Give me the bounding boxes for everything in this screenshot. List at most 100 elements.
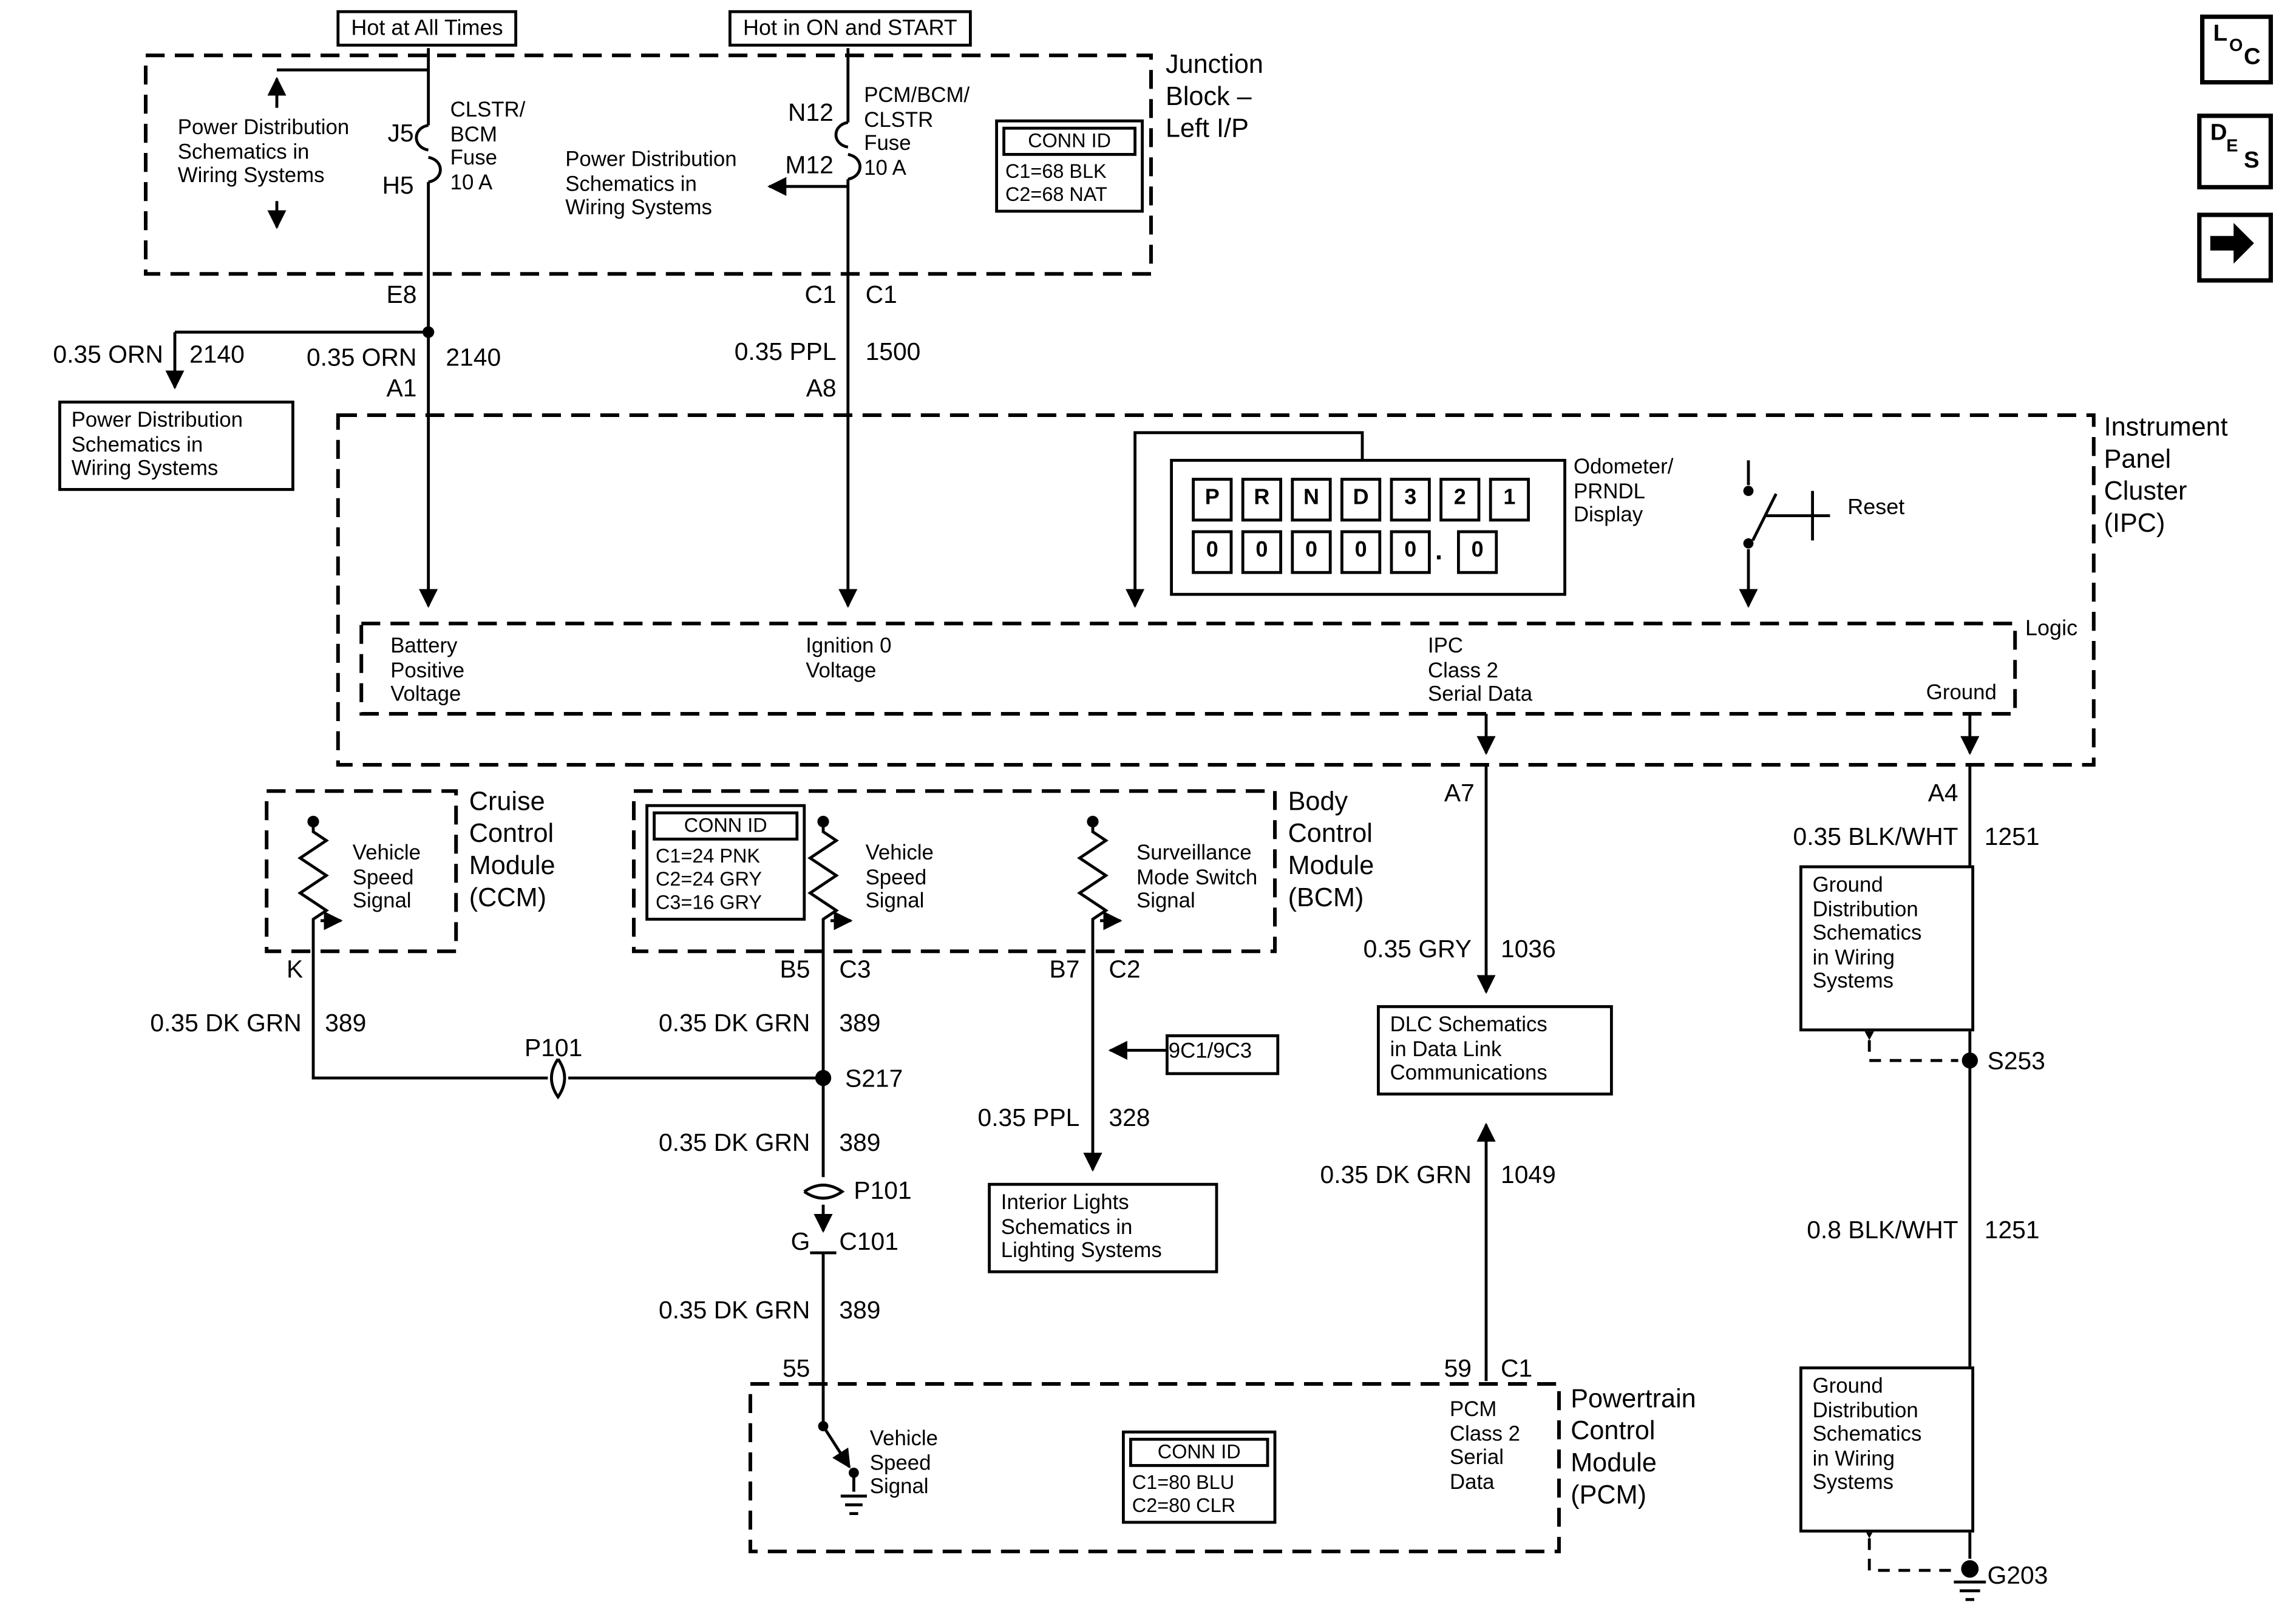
- pin-m12: M12: [785, 151, 834, 180]
- wire-ppl-1500-circuit: 1500: [865, 337, 921, 366]
- loc-icon: L O C: [2200, 15, 2274, 85]
- conn-id-row: C3=16 GRY: [656, 891, 763, 914]
- connector-p101-label-h: P101: [525, 1034, 583, 1062]
- wire-gry-1036-gauge: 0.35 GRY: [1363, 935, 1472, 963]
- ref-9c1-9c3-box: 9C1/9C3: [1166, 1034, 1280, 1076]
- pin-a7: A7: [1444, 779, 1475, 807]
- pcm-vss-label: Vehicle Speed Signal: [869, 1428, 939, 1499]
- conn-id-row: C2=80 CLR: [1132, 1494, 1236, 1517]
- dlc-ref-box: DLC Schematics in Data Link Communicatio…: [1377, 1005, 1613, 1095]
- conn-id-header: CONN ID: [1002, 126, 1137, 156]
- des-icon: D E S: [2197, 114, 2274, 189]
- splice-s217-label: S217: [845, 1065, 903, 1093]
- ipc-outline: [336, 413, 2096, 767]
- wire-ppl-1500-gauge: 0.35 PPL: [734, 337, 837, 366]
- bcm-vss-label: Vehicle Speed Signal: [865, 842, 934, 914]
- ccm-vss-resistor-icon: [297, 824, 548, 1080]
- pin-59: 59: [1444, 1355, 1472, 1383]
- loc-icon-letter: L: [2213, 22, 2228, 47]
- conn-id-box-pcm: CONN ID C1=80 BLU C2=80 CLR: [1122, 1430, 1277, 1524]
- loc-icon-letter: O: [2229, 35, 2243, 56]
- wire-blkwht-lower-gauge: 0.8 BLK/WHT: [1807, 1216, 1958, 1244]
- reset-switch-blade: [1751, 493, 1778, 541]
- pin-b7: B7: [1049, 955, 1080, 984]
- wire-orn-main-gauge: 0.35 ORN: [306, 344, 417, 371]
- wire-ppl-328-circuit: 328: [1109, 1104, 1150, 1132]
- odometer-digit: 0: [1390, 530, 1431, 574]
- conn-id-row: C1=24 PNK: [656, 845, 761, 867]
- pin-c1-right: C1: [865, 281, 897, 309]
- wire-dkgrn-b5-gauge: 0.35 DK GRN: [658, 1009, 810, 1037]
- ipc-title: Instrument Panel Cluster (IPC): [2104, 412, 2228, 538]
- jb-power-dist-ref-mid: Power Distribution Schematics in Wiring …: [565, 148, 737, 220]
- hot-in-on-start-label: Hot in ON and START: [729, 10, 972, 47]
- pin-a8: A8: [806, 374, 837, 402]
- interior-lights-ref-box: Interior Lights Schematics in Lighting S…: [988, 1182, 1218, 1273]
- prndl-char: 2: [1439, 478, 1481, 522]
- splice-s253-dot: [1961, 1053, 1978, 1069]
- pin-a1: A1: [386, 374, 417, 402]
- prndl-char: N: [1291, 478, 1332, 522]
- prndl-char: P: [1192, 478, 1233, 522]
- odometer-digit: 0: [1457, 530, 1498, 574]
- pin-k: K: [286, 955, 304, 984]
- bcm-vss-resistor-icon: [807, 824, 839, 1178]
- wire-blkwht-lower-circuit: 1251: [1984, 1216, 2040, 1244]
- pin-h5: H5: [382, 172, 414, 200]
- forward-arrow-icon: [2197, 212, 2274, 283]
- odometer-digit: 0: [1340, 530, 1382, 574]
- prndl-char: 3: [1390, 478, 1431, 522]
- conn-id-header: CONN ID: [1129, 1437, 1269, 1467]
- wire-orn-main-circuit: 2140: [446, 344, 501, 371]
- wire-dkgrn-b5-circuit: 389: [839, 1009, 881, 1037]
- wire-dkgrn-1049-gauge: 0.35 DK GRN: [1320, 1161, 1472, 1189]
- surveillance-resistor-icon: [1077, 824, 1109, 1172]
- pin-g: G: [790, 1228, 810, 1256]
- splice-s217-dot: [815, 1070, 832, 1086]
- conn-id-header: CONN ID: [653, 811, 799, 841]
- wire-orn-branch-circuit: 2140: [189, 341, 245, 369]
- wire-dkgrn-mid-gauge: 0.35 DK GRN: [658, 1129, 810, 1157]
- surveillance-mode-label: Surveillance Mode Switch Signal: [1136, 842, 1258, 914]
- wire-dkgrn-1049-circuit: 1049: [1501, 1161, 1556, 1189]
- des-icon-letter: D: [2210, 121, 2227, 146]
- junction-block-title: Junction Block – Left I/P: [1166, 49, 1263, 143]
- logic-label: Logic: [2025, 616, 2078, 641]
- pin-c3: C3: [839, 955, 871, 984]
- wire-dkgrn-low-gauge: 0.35 DK GRN: [658, 1297, 810, 1324]
- fuse-pcm-bcm-clstr-label: PCM/BCM/ CLSTR Fuse 10 A: [864, 84, 970, 180]
- pcm-class2-serial-label: PCM Class 2 Serial Data: [1450, 1398, 1521, 1494]
- wire-dkgrn-low-circuit: 389: [839, 1297, 881, 1324]
- battery-positive-voltage-label: Battery Positive Voltage: [390, 635, 465, 707]
- pin-c1-pcm: C1: [1501, 1355, 1533, 1383]
- vss-switch-blade: [821, 1425, 851, 1469]
- prndl-char: D: [1340, 478, 1382, 522]
- conn-id-box-junction: CONN ID C1=68 BLK C2=68 NAT: [995, 119, 1144, 213]
- hot-at-all-times-label: Hot at All Times: [336, 10, 518, 47]
- forward-arrow-glyph: [2210, 223, 2254, 264]
- wire-blkwht-upper-circuit: 1251: [1984, 823, 2040, 851]
- fuse-icon: [415, 124, 429, 152]
- jb-power-dist-ref: Power Distribution Schematics in Wiring …: [177, 117, 350, 188]
- power-dist-ref-box: Power Distribution Schematics in Wiring …: [58, 401, 294, 490]
- connector-p101-label-v: P101: [854, 1177, 912, 1205]
- wire-dkgrn-k-circuit: 389: [325, 1009, 367, 1037]
- ipc-ground-label: Ground: [1926, 682, 1997, 705]
- wire-orn-branch-gauge: 0.35 ORN: [53, 341, 163, 369]
- odometer-digit: 0: [1192, 530, 1233, 574]
- des-icon-letter: E: [2226, 135, 2238, 156]
- odometer-digit: 0: [1241, 530, 1282, 574]
- fuse-clstr-bcm-label: CLSTR/ BCM Fuse 10 A: [450, 99, 526, 195]
- wire-blkwht-upper-gauge: 0.35 BLK/WHT: [1793, 823, 1958, 851]
- ipc-class2-serial-label: IPC Class 2 Serial Data: [1428, 635, 1533, 707]
- splice-s253-label: S253: [1987, 1047, 2045, 1076]
- pcm-outline: [749, 1382, 1561, 1554]
- ipc-logic-outline: [359, 622, 2017, 716]
- pin-a4: A4: [1927, 779, 1958, 807]
- conn-id-row: C2=24 GRY: [656, 868, 763, 890]
- wire-dkgrn-k-gauge: 0.35 DK GRN: [150, 1009, 302, 1037]
- wire-ppl-328-gauge: 0.35 PPL: [977, 1104, 1080, 1132]
- conn-id-box-bcm: CONN ID C1=24 PNK C2=24 GRY C3=16 GRY: [645, 804, 806, 921]
